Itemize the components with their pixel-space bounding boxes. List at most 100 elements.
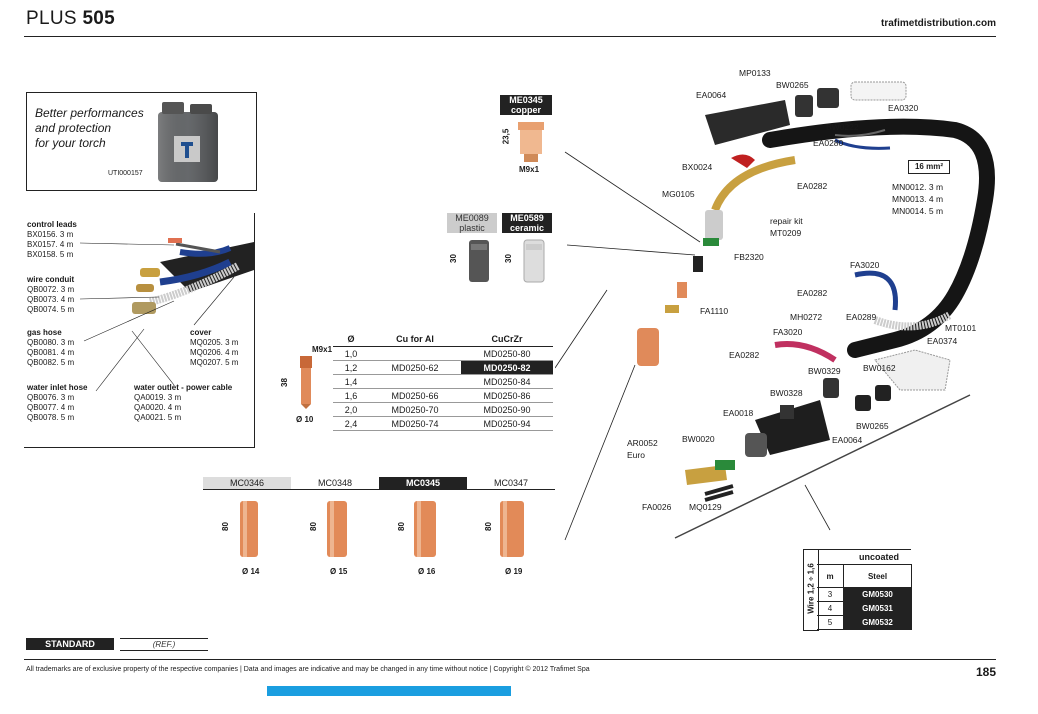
part-label: MN0014. 5 m bbox=[892, 206, 944, 216]
part-label: EA0282 bbox=[729, 350, 760, 360]
part-label: EA0282 bbox=[797, 181, 828, 191]
nozzle-diameter: Ø 16 bbox=[418, 567, 436, 576]
part-label: AR0052 bbox=[627, 438, 658, 448]
part-label: FA3020 bbox=[850, 260, 880, 270]
canister-image bbox=[158, 102, 218, 182]
page-title: PLUS 505 bbox=[26, 8, 116, 29]
cable-leads-box bbox=[24, 213, 255, 448]
part-label: MQ0129 bbox=[689, 502, 722, 512]
part-label: FA3020 bbox=[773, 327, 803, 337]
part-label: FB2320 bbox=[734, 252, 764, 262]
part-label: BW0328 bbox=[770, 388, 803, 398]
part-label: BW0329 bbox=[808, 366, 841, 376]
nozzle-code: MC0346 bbox=[203, 477, 291, 489]
part-label: EA0374 bbox=[927, 336, 958, 346]
part-label: EA0064 bbox=[696, 90, 727, 100]
nozzle-height: 80 bbox=[220, 522, 230, 531]
adapter-image bbox=[518, 122, 544, 162]
page-number: 185 bbox=[975, 665, 996, 679]
promo-code: UTI000157 bbox=[108, 170, 143, 177]
nozzle-code: MC0345 bbox=[379, 477, 467, 489]
insulator-ceramic-image bbox=[523, 239, 545, 283]
part-label: repair kit bbox=[770, 216, 803, 226]
tip-thread: M9x1 bbox=[312, 345, 333, 354]
adapter-height: 23,5 bbox=[501, 128, 511, 145]
site-link[interactable]: trafimetdistribution.com bbox=[880, 18, 996, 29]
insulator-ceramic-height: 30 bbox=[503, 254, 513, 263]
nozzles-image bbox=[240, 501, 524, 557]
nozzle-diameter: Ø 14 bbox=[242, 567, 260, 576]
part-label: EA0320 bbox=[888, 103, 919, 113]
part-label: MP0133 bbox=[739, 68, 771, 78]
wire-head: uncoated bbox=[817, 549, 911, 565]
part-label: EA0289 bbox=[846, 312, 877, 322]
nozzle-header-row: MC0346 MC0348 MC0345 MC0347 bbox=[203, 477, 555, 489]
tip-diameter: Ø 10 bbox=[296, 415, 314, 424]
nozzle-height: 80 bbox=[396, 522, 406, 531]
part-label: FA0026 bbox=[642, 502, 672, 512]
part-label: EA0064 bbox=[832, 435, 863, 445]
header-divider bbox=[24, 36, 996, 37]
part-label: MH0272 bbox=[790, 312, 823, 322]
part-label: BW0020 bbox=[682, 434, 715, 444]
nozzle-diameter: Ø 19 bbox=[505, 567, 523, 576]
part-label: MN0012. 3 m bbox=[892, 182, 944, 192]
part-label: EA0280 bbox=[813, 138, 844, 148]
part-label: MN0013. 4 m bbox=[892, 194, 944, 204]
scroll-indicator[interactable] bbox=[267, 686, 511, 696]
tip-height: 38 bbox=[279, 378, 289, 387]
part-label: Euro bbox=[627, 450, 645, 460]
torch-exploded-diagram bbox=[555, 81, 995, 541]
part-label: EA0018 bbox=[723, 408, 754, 418]
footer-divider bbox=[24, 659, 996, 660]
nozzle-height: 80 bbox=[483, 522, 493, 531]
part-label: BX0024 bbox=[682, 162, 713, 172]
part-label: BW0265 bbox=[776, 80, 809, 90]
nozzle-height: 80 bbox=[308, 522, 318, 531]
part-label: FA1110 bbox=[700, 306, 729, 316]
part-label: BW0162 bbox=[863, 363, 896, 373]
part-label: BW0265 bbox=[856, 421, 889, 431]
ref-legend: (REF.) bbox=[120, 638, 208, 651]
promo-box bbox=[26, 92, 257, 191]
standard-legend: STANDARD bbox=[26, 638, 114, 650]
insulator-plastic-height: 30 bbox=[448, 254, 458, 263]
nozzle-code: MC0347 bbox=[493, 478, 529, 488]
adapter-thread: M9x1 bbox=[519, 165, 540, 174]
nozzle-code: MC0348 bbox=[317, 478, 353, 488]
nozzle-diameter: Ø 15 bbox=[330, 567, 348, 576]
footer-text: All trademarks are of exclusive property… bbox=[26, 666, 590, 673]
part-label: MT0209 bbox=[770, 228, 802, 238]
part-label: MT0101 bbox=[945, 323, 977, 333]
part-label: MG0105 bbox=[662, 189, 695, 199]
cable-bundle-image bbox=[132, 238, 254, 314]
insulator-plastic-image bbox=[469, 240, 489, 282]
leader-lines bbox=[79, 242, 235, 392]
section-badge: 16 mm² bbox=[908, 160, 950, 174]
part-label: EA0282 bbox=[797, 288, 828, 298]
contact-tip-image bbox=[300, 356, 312, 409]
part-label: BW0222 bbox=[826, 122, 859, 132]
nozzle-divider bbox=[203, 489, 555, 490]
